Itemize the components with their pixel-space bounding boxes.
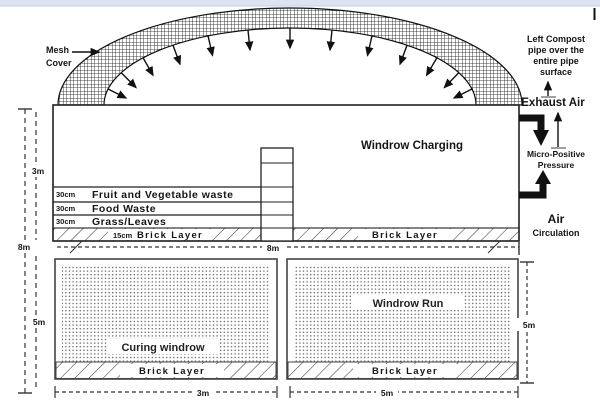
exhaust-pipe-elbow (519, 114, 545, 130)
brick-left-thickness: 15cm (113, 231, 133, 240)
layer3-name: Grass/Leaves (92, 216, 166, 228)
air-circulation-arrowhead (535, 170, 551, 184)
layer2-thickness: 30cm (56, 204, 76, 213)
charging-brick-layer: 15cm Brick Layer Brick Layer (52, 227, 520, 242)
layer1-thickness: 30cm (56, 190, 76, 199)
compost-note-line1: Left Compost (527, 34, 585, 44)
micro-positive-line2: Pressure (538, 160, 575, 170)
compost-note-line3: entire pipe (533, 56, 579, 66)
air-circulation-elbow (519, 183, 547, 199)
curing-width-label: 3m (197, 388, 210, 398)
mesh-cover-text-line1: Mesh (46, 45, 69, 55)
bottom-dimensions: 3m 5m (54, 385, 519, 398)
curing-windrow-label: Curing windrow (121, 342, 205, 354)
arch-air-arrows (107, 28, 473, 99)
curing-brick-label: Brick Layer (139, 366, 205, 377)
layer2-name: Food Waste (92, 203, 156, 215)
window-top-bar (0, 0, 600, 6)
circulation-label: Circulation (532, 228, 579, 238)
waste-layers: 30cm Fruit and Vegetable waste 30cm Food… (53, 186, 261, 228)
windrow-run-label: Windrow Run (373, 298, 444, 310)
total-height-label: 8m (18, 242, 31, 252)
compost-note-line2: pipe over the (528, 45, 584, 55)
run-height-label: 5m (523, 320, 536, 330)
run-brick-label: Brick Layer (372, 366, 438, 377)
mesh-cover-label: Mesh Cover (46, 45, 101, 68)
right-annotations: Left Compost pipe over the entire pipe s… (519, 34, 585, 238)
windrow-charging-label: Windrow Charging (361, 140, 463, 152)
cursor-bar (593, 8, 596, 20)
curing-windrow-box: Curing windrow Brick Layer (54, 258, 278, 380)
curing-height-label: 5m (33, 317, 46, 327)
windrow-run-box: Windrow Run Brick Layer (286, 258, 519, 380)
brick-right-label: Brick Layer (372, 230, 438, 241)
left-dimensions: 8m 3m 5m (13, 108, 49, 394)
upper-height-label: 3m (32, 166, 45, 176)
mesh-cover-text-line2: Cover (46, 58, 72, 68)
layer3-thickness: 30cm (56, 217, 76, 226)
upper-width-label: 8m (267, 243, 280, 253)
run-width-label: 5m (381, 388, 394, 398)
air-label: Air (548, 212, 565, 226)
exhaust-pipe-arrowhead (533, 130, 549, 146)
upper-width-dimension: 8m (57, 240, 520, 255)
brick-left-label: Brick Layer (137, 230, 203, 241)
aeration-column (260, 147, 294, 242)
micro-positive-line1: Micro-Positive (527, 149, 585, 159)
mesh-cover-arch (57, 7, 523, 106)
exhaust-air-label: Exhaust Air (521, 97, 585, 109)
compost-note-line4: surface (540, 67, 572, 77)
run-height-dimension: 5m (517, 261, 540, 384)
layer1-name: Fruit and Vegetable waste (92, 189, 233, 201)
